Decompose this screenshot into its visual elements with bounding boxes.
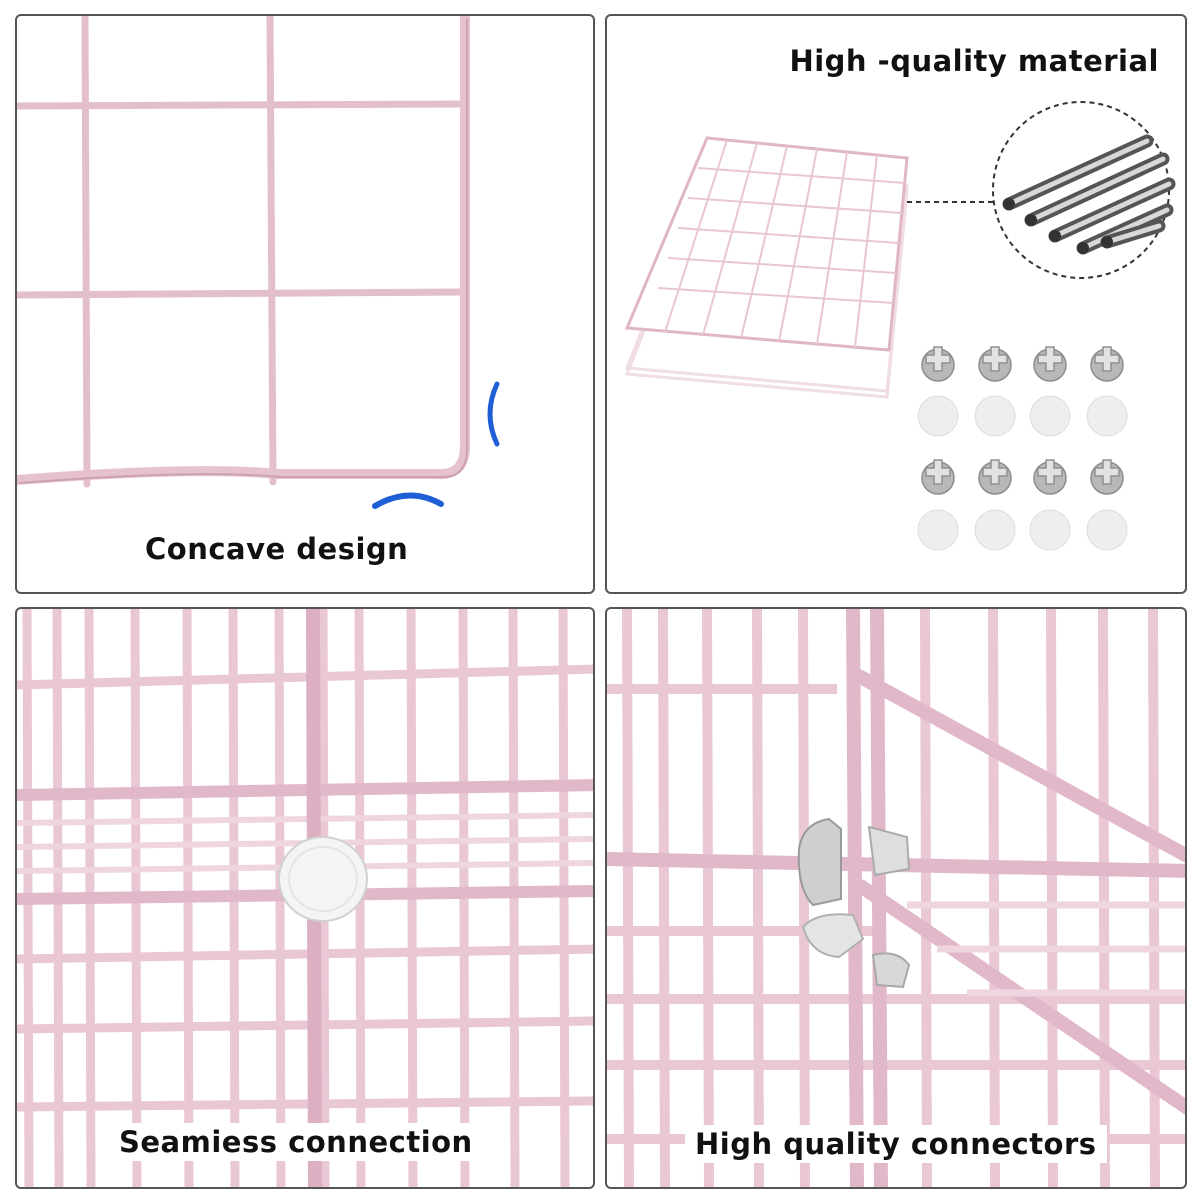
panel-high-quality-connectors: High quality connectors xyxy=(605,607,1187,1189)
cross-connector-icon xyxy=(921,459,955,495)
round-connector-cap-icon xyxy=(278,836,368,922)
round-cap-icon xyxy=(974,395,1016,437)
cross-connector-icon xyxy=(978,346,1012,382)
caption-seamless-connection: Seamiess connection xyxy=(109,1123,483,1161)
round-cap-icon xyxy=(1086,509,1128,551)
cross-connector-icon xyxy=(978,459,1012,495)
round-cap-icon xyxy=(917,395,959,437)
cross-connector-icon xyxy=(1090,346,1124,382)
cross-connector-icon xyxy=(1090,459,1124,495)
caption-concave-design: Concave design xyxy=(145,532,409,566)
caption-high-quality-material: High -quality material xyxy=(789,44,1159,78)
cross-connector-icon xyxy=(797,817,911,989)
stacked-grid-panels xyxy=(624,136,909,399)
panel-seamless-connection: Seamiess connection xyxy=(15,607,595,1189)
round-cap-icon xyxy=(974,509,1016,551)
concave-arc-icon xyxy=(372,492,444,509)
cross-connector-icon xyxy=(921,346,955,382)
cross-connector-icon xyxy=(1033,459,1067,495)
material-illustration xyxy=(624,101,1176,551)
round-cap-icon xyxy=(1029,509,1071,551)
concave-arc-icon xyxy=(487,381,500,447)
grid-panel-corner-illustration xyxy=(17,16,500,509)
cube-connector-illustration xyxy=(607,609,1185,1187)
steel-rods-icon xyxy=(992,101,1176,279)
panel-concave-design: Concave design xyxy=(15,14,595,594)
caption-high-quality-connectors: High quality connectors xyxy=(685,1125,1107,1163)
round-cap-icon xyxy=(1086,395,1128,437)
cube-connection-illustration xyxy=(17,609,593,1187)
round-cap-icon xyxy=(917,509,959,551)
panel-high-quality-material: High -quality material xyxy=(605,14,1187,594)
cross-connector-icon xyxy=(1033,346,1067,382)
round-cap-icon xyxy=(1029,395,1071,437)
connector-parts-grid xyxy=(917,346,1128,551)
